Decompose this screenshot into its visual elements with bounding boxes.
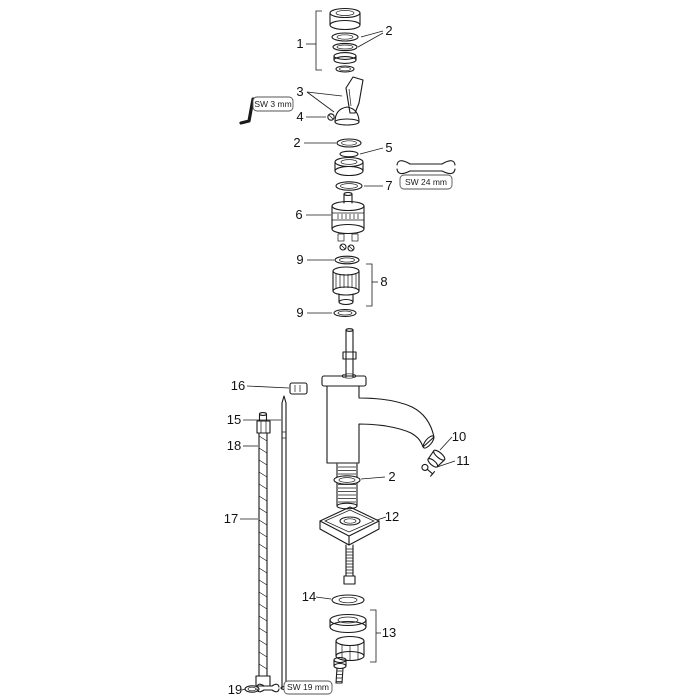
callout-18: 18 [227,438,241,453]
badge-sw-3mm-label: SW 3 mm [254,99,291,109]
part-screw [333,656,347,684]
part-seal-ring [335,181,363,191]
bracket-part-13 [370,609,377,663]
callout-15: 15 [227,412,241,427]
part-o-ring-upper [336,138,362,148]
badge-sw-3mm [252,96,294,112]
callout-6: 6 [295,207,302,222]
part-aerator-key [421,463,436,477]
part-mounting-plate [319,506,380,585]
part-cartridge-fixing-clips [339,243,355,252]
callout-3: 3 [296,84,303,99]
callout-14: 14 [302,589,316,604]
part-supply-hose [255,412,271,687]
part-grub-screw [327,113,335,121]
allen-key-icon [239,97,255,125]
callout-9-upper: 9 [296,252,303,267]
part-cartridge [331,191,365,242]
part-o-ring-9-lower [333,308,357,318]
badge-sw-24mm [399,174,453,190]
part-aerator-insert [427,449,446,468]
callout-5: 5 [385,140,392,155]
part-o-ring-9-upper [334,255,360,265]
part-pull-rod [280,395,288,690]
open-end-wrench-icon-24 [396,160,456,175]
callout-11: 11 [456,453,470,468]
badge-sw-24mm-label: SW 24 mm [405,177,447,187]
callout-8: 8 [380,274,387,289]
callout-17: 17 [224,511,238,526]
part-fastening-set [329,613,367,662]
part-washer [331,594,365,606]
callout-19: 19 [228,682,242,697]
callout-4: 4 [296,109,303,124]
part-threaded-shank [333,463,361,510]
callout-10: 10 [452,429,466,444]
part-gland-nut [334,150,364,177]
part-clip [289,382,308,395]
callout-16: 16 [231,378,245,393]
bracket-part-1 [315,10,322,71]
callout-1: 1 [296,36,303,51]
callout-9-lower: 9 [296,305,303,320]
part-faucet-body [321,328,435,464]
callout-2-top: 2 [385,23,392,38]
callout-7: 7 [385,178,392,193]
callout-2-left: 2 [293,135,300,150]
callout-12: 12 [385,509,399,524]
part-flow-regulator [332,266,360,306]
badge-sw-19mm [283,680,333,695]
part-handle-lever [334,76,364,126]
bracket-part-8 [366,263,373,307]
open-end-wrench-icon-19 [256,683,280,693]
part-aerator-cap-stack [329,7,361,73]
badge-sw-19mm-label: SW 19 mm [287,682,329,692]
callout-13: 13 [382,625,396,640]
callout-2-shank: 2 [388,469,395,484]
